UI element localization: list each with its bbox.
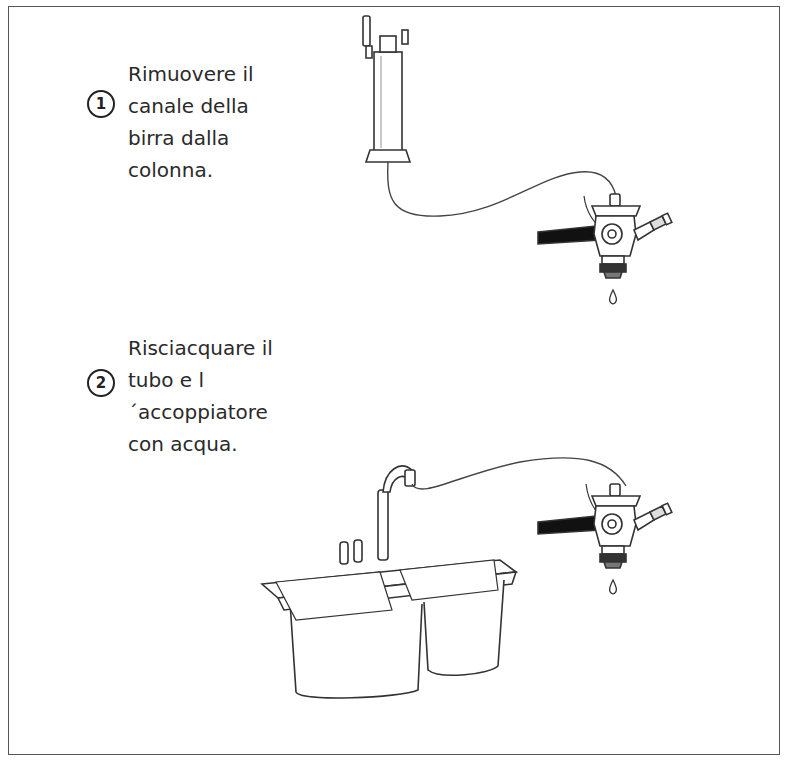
instruction-text: Rimuovere il canale della birra dalla co… — [128, 58, 278, 186]
callout-circle: 2 — [87, 369, 115, 397]
callout-circle: 1 — [87, 90, 115, 118]
callout-number: 1 — [96, 97, 106, 112]
callout-number: 2 — [96, 376, 106, 391]
instruction-text: Risciacquare il tubo e l´accoppiatore co… — [128, 332, 278, 460]
